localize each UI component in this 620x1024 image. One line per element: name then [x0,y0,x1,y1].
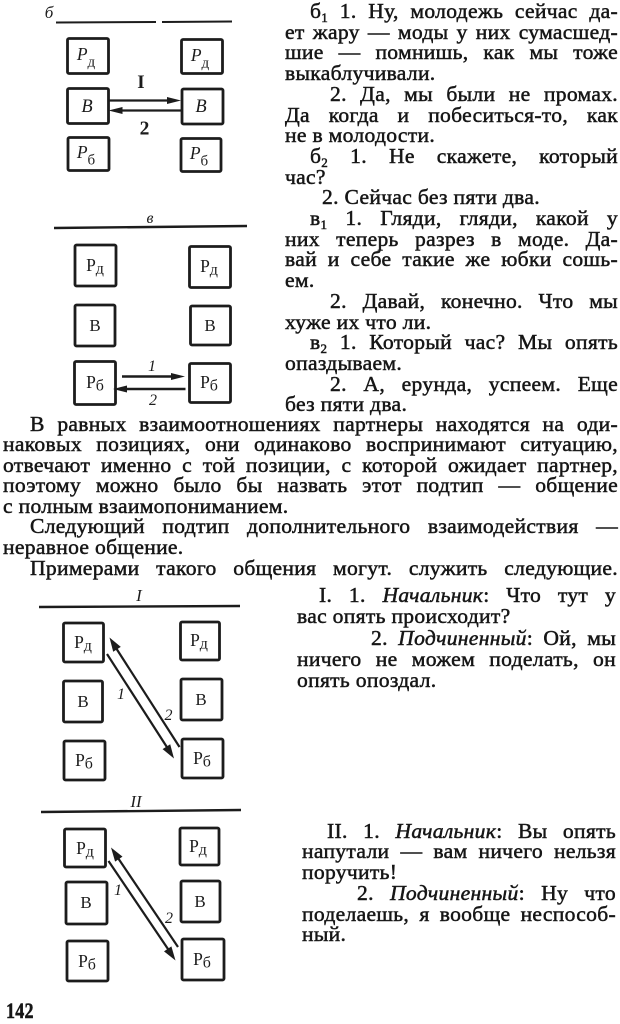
svg-text:в: в [147,210,154,227]
svg-text:Рб: Рб [189,143,209,170]
svg-text:Рб: Рб [75,750,93,773]
svg-text:2: 2 [149,392,157,409]
svg-text:б: б [45,3,54,22]
svg-text:В: В [195,690,206,709]
svg-text:Рб: Рб [200,372,218,395]
svg-text:Рд: Рд [76,44,96,71]
svg-text:Рб: Рб [76,142,96,169]
svg-text:Рб: Рб [78,951,96,974]
svg-text:В: В [81,97,92,117]
svg-text:Рд: Рд [76,838,94,861]
svg-text:1: 1 [148,358,156,375]
svg-text:Рд: Рд [86,255,104,278]
svg-text:2: 2 [140,119,150,140]
svg-text:В: В [195,97,206,117]
svg-text:Рд: Рд [190,630,208,653]
svg-text:Рд: Рд [200,256,218,279]
svg-text:I: I [135,586,143,605]
svg-text:Рд: Рд [74,632,92,655]
svg-text:В: В [89,316,100,335]
svg-text:II: II [129,792,143,811]
svg-text:1: 1 [117,686,125,703]
svg-text:Рб: Рб [193,748,211,771]
svg-text:Рб: Рб [86,372,104,395]
svg-text:В: В [77,692,88,711]
svg-text:2: 2 [165,910,173,927]
svg-text:Рд: Рд [189,836,207,859]
svg-text:1: 1 [114,882,122,899]
svg-text:2: 2 [165,707,173,724]
svg-text:В: В [194,892,205,911]
svg-text:В: В [80,893,91,912]
svg-text:Рб: Рб [193,949,211,972]
svg-text:Рд: Рд [190,45,210,72]
svg-text:В: В [204,316,215,335]
svg-text:I: I [137,72,144,93]
